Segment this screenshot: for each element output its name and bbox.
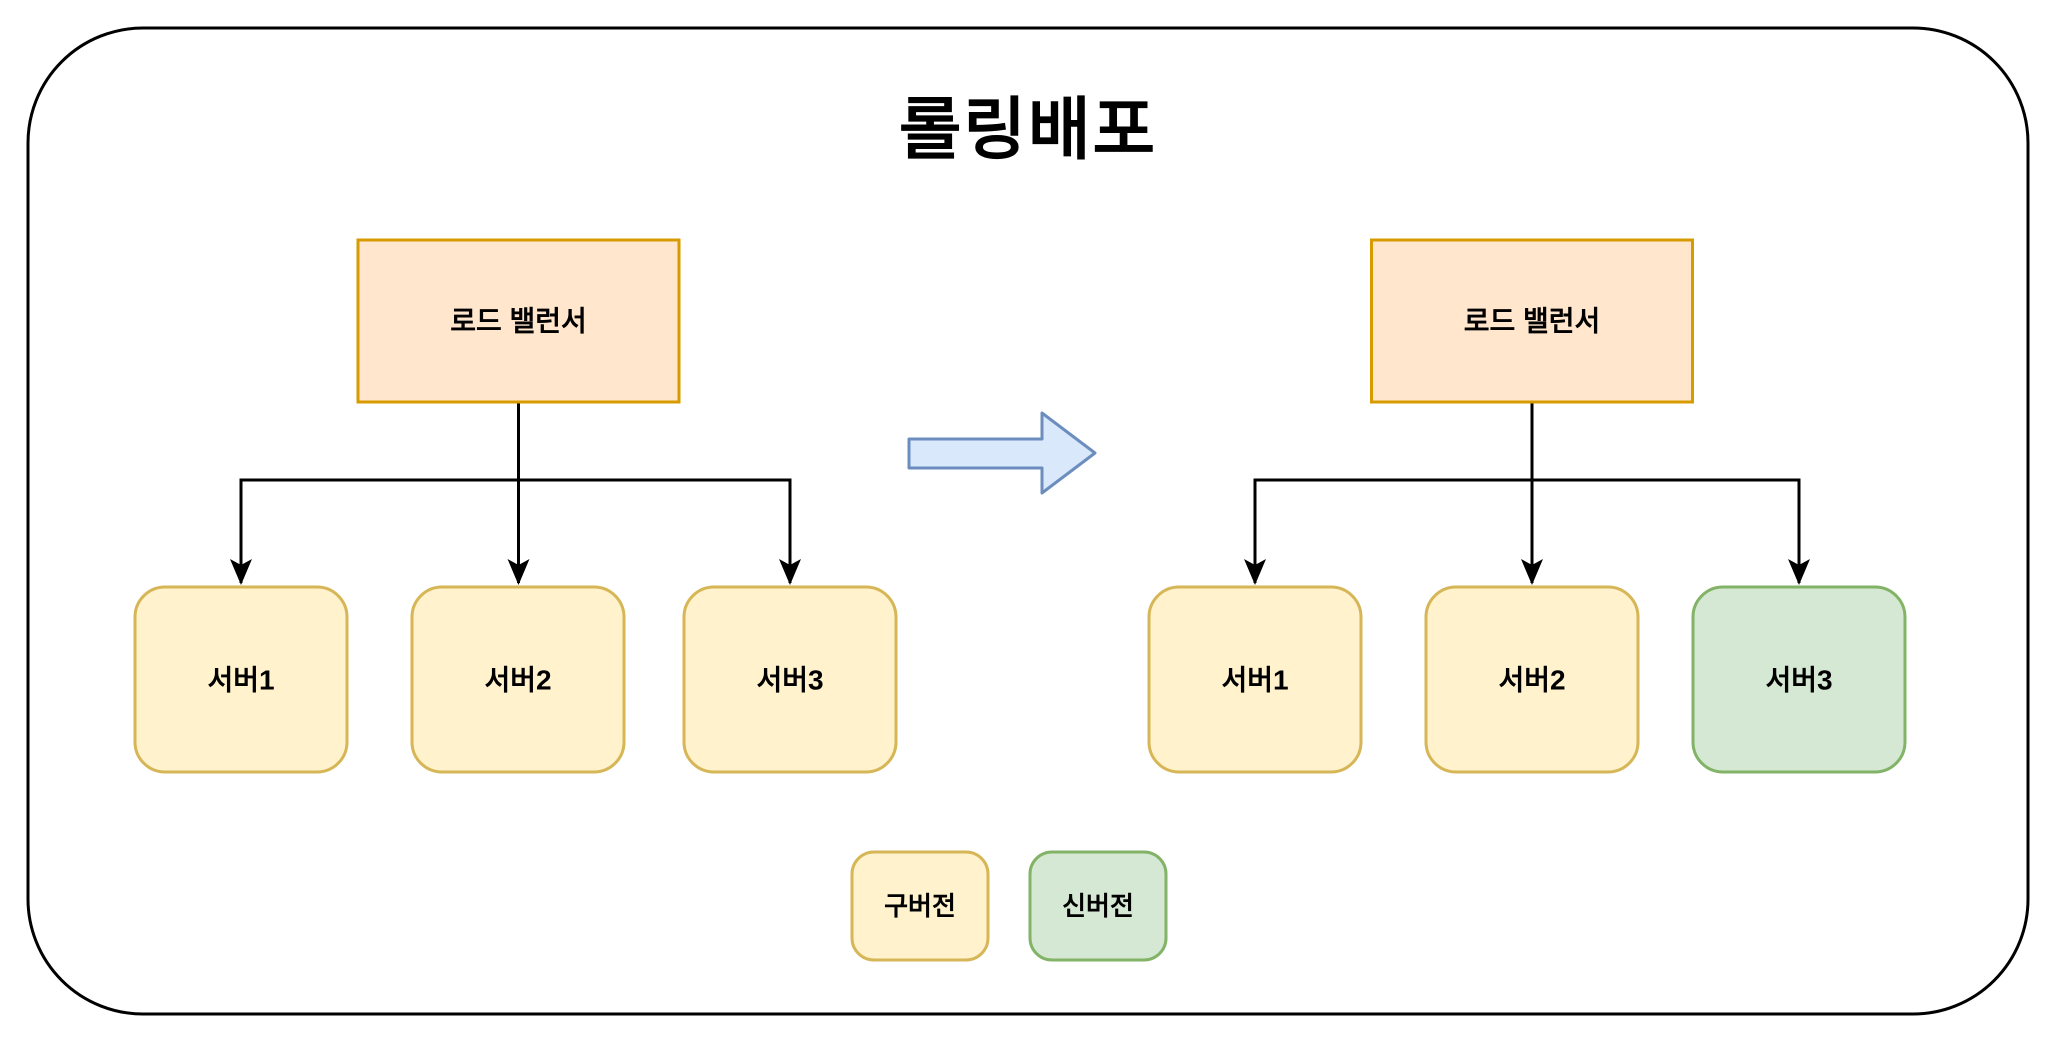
legend-old-version-box	[850, 850, 990, 962]
before-server3-box	[682, 585, 898, 774]
before-server1-label: 서버1	[207, 665, 274, 696]
after-connector-to-server3	[1532, 478, 1810, 585]
transition-arrow-icon	[907, 411, 1097, 495]
legend-old-version-label: 구버전	[884, 891, 956, 921]
before-load-balancer-box	[356, 238, 681, 404]
after-server3-label: 서버3	[1765, 665, 1832, 696]
before-server2-label: 서버2	[484, 665, 551, 696]
before-load-balancer-label: 로드 밸런서	[450, 306, 587, 337]
legend: 구버전 신버전	[850, 850, 1168, 962]
after-load-balancer-label: 로드 밸런서	[1464, 306, 1601, 337]
after-connectors	[1244, 402, 1810, 585]
legend-new-version-box	[1028, 850, 1168, 962]
after-server2-label: 서버2	[1498, 665, 1565, 696]
after-server2-box	[1424, 585, 1640, 774]
after-server1-box	[1147, 585, 1363, 774]
before-tree: 로드 밸런서 서버1 서버2 서버3	[133, 238, 898, 774]
after-server1-label: 서버1	[1221, 665, 1288, 696]
after-server3-box	[1691, 585, 1907, 774]
before-connector-to-server3	[518, 478, 801, 585]
after-connector-to-server1	[1244, 478, 1532, 585]
before-server1-box	[133, 585, 349, 774]
diagram-frame	[26, 26, 2030, 1016]
after-load-balancer-box	[1370, 238, 1694, 404]
before-connector-to-server1	[230, 478, 519, 585]
legend-new-version-label: 신버전	[1062, 891, 1134, 921]
diagram-title: 롤링배포	[899, 92, 1157, 168]
before-server3-label: 서버3	[756, 665, 823, 696]
before-server2-box	[410, 585, 626, 774]
after-tree: 로드 밸런서 서버1 서버2 서버3	[1147, 238, 1907, 774]
before-connectors	[230, 402, 801, 585]
